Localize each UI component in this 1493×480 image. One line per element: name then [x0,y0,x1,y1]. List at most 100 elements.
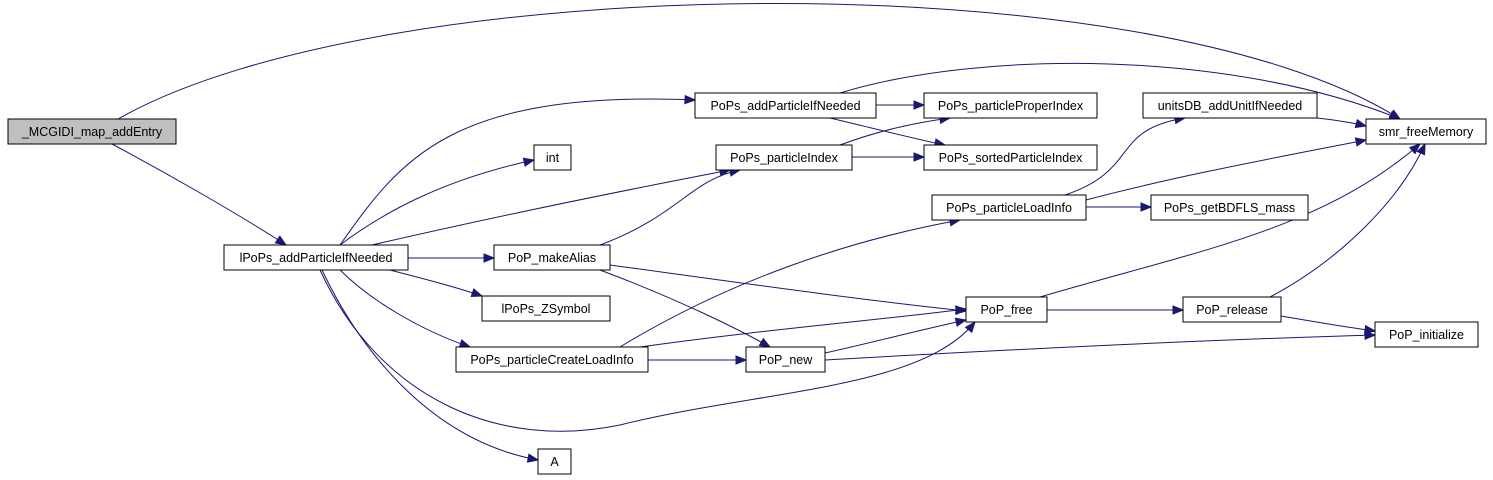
edge-lpops_addparticleifneeded-to-pop_free [319,269,976,432]
edge-arrowhead [470,288,484,298]
node-box [455,346,649,373]
node-box [923,144,1098,171]
node-pops_getbdfls_mass[interactable]: PoPs_getBDFLS_mass [1150,194,1309,221]
node-pop_release[interactable]: PoP_release [1182,296,1282,323]
edge-arrowhead [684,94,697,105]
node-label: lPoPs_addParticleIfNeeded [240,251,393,265]
edge-pops_particlecreateloadinfo-to-pops_particleloadinfo [619,217,962,348]
node-label: PoPs_particleIndex [730,151,838,165]
node-unitsdb_addunitifneeded[interactable]: unitsDB_addUnitIfNeeded [1142,92,1318,119]
node-label: PoPs_particleLoadInfo [946,201,1072,215]
node-label: A [550,455,559,469]
edge-lpops_addparticleifneeded-to-pops_particleindex [371,167,732,246]
edge-unitsdb_addunitifneeded-to-smr_freememory [1316,117,1368,129]
node-lpops_addparticleifneeded[interactable]: lPoPs_addParticleIfNeeded [223,244,409,271]
edge-arrowhead [954,317,968,327]
edge-line [339,98,696,246]
edge-line [639,308,967,348]
node-label: PoPs_particleCreateLoadInfo [470,353,633,367]
node-pops_particleproperindex[interactable]: PoPs_particleProperIndex [923,92,1098,119]
edge-pops_particleloadinfo-to-smr_freememory [1085,137,1368,201]
edge-line [389,269,483,297]
edge-pops_particleindex-to-pops_particleproperindex [839,114,952,146]
node-label: lPoPs_ZSymbol [502,302,591,316]
node-pops_particlecreateloadinfo[interactable]: PoPs_particleCreateLoadInfo [455,346,649,373]
node-box [923,92,1098,119]
node-label: PoP_initialize [1389,328,1464,342]
edge-line [339,269,471,348]
edge-line [1064,117,1186,196]
edge-arrowhead [526,453,540,463]
edge-lpops_addparticleifneeded-to-a [321,269,540,463]
edge-pops_addparticleifneeded-to-pops_particleproperindex [875,100,926,110]
edge-pop_makealias-to-pops_particleindex [599,167,742,246]
edge-line [824,334,1376,361]
edge-arrowhead [913,152,926,162]
node-box [1142,92,1318,119]
edge-arrowhead [964,320,976,334]
edge-line [1280,315,1376,332]
edge-arrowhead [1408,143,1422,155]
node-pop_new[interactable]: PoP_new [745,346,826,373]
node-smr_freememory[interactable]: smr_freeMemory [1365,118,1487,145]
edge-arrowhead [1364,324,1377,335]
node-pops_particleindex[interactable]: PoPs_particleIndex [715,144,853,171]
node-label: _MCGIDI_map_addEntry [21,125,163,139]
node-box [223,244,409,271]
edge-lpops_addparticleifneeded-to-lpops_zsymbol [389,269,484,298]
node-pops_particleloadinfo[interactable]: PoPs_particleLoadInfo [931,194,1087,221]
edge-line [111,143,287,246]
edge-line [839,117,951,146]
edge-pop_new-to-pop_free [824,317,968,354]
edge-line [321,269,539,461]
node-a[interactable]: A [537,448,572,475]
edge-pops_particlecreateloadinfo-to-pop_new [648,355,748,365]
edge-pops_particleindex-to-pops_sortedparticleindex [852,152,926,162]
edge-line [829,117,946,146]
node-box [715,144,853,171]
node-pop_initialize[interactable]: PoP_initialize [1374,321,1479,348]
edge-arrowhead [1354,118,1368,129]
node-label: int [546,151,560,165]
node-lpops_zsymbol[interactable]: lPoPs_ZSymbol [481,295,611,322]
edge-line [599,169,741,246]
edge-line [1039,143,1421,298]
edge-pop_release-to-pop_initialize [1280,315,1377,335]
node-box [481,295,611,322]
node-label: PoPs_getBDFLS_mass [1164,201,1295,215]
edge-arrowhead [458,339,472,349]
node-mcgidi_map_addentry[interactable]: _MCGIDI_map_addEntry [7,118,177,145]
node-box [1150,194,1309,221]
edge-arrowhead [1140,202,1153,212]
edge-lpops_addparticleifneeded-to-pops_addparticleifneeded [339,94,697,246]
edge-line [839,62,1401,120]
edge-line [1269,143,1426,298]
node-pops_sortedparticleindex[interactable]: PoPs_sortedParticleIndex [923,144,1098,171]
edge-pop_free-to-smr_freememory [1039,143,1422,298]
node-label: PoP_release [1196,303,1268,317]
edge-pop_makealias-to-pop_new [599,269,772,348]
node-box [537,448,572,475]
node-box [1182,296,1282,323]
edge-line [619,219,961,348]
node-label: PoP_new [759,353,813,367]
node-pops_addparticleifneeded[interactable]: PoPs_addParticleIfNeeded [694,92,877,119]
node-box [7,118,177,145]
node-pop_free[interactable]: PoP_free [965,296,1048,323]
node-label: PoP_makeAlias [508,251,596,265]
edge-arrowhead [522,157,536,167]
edge-arrowhead [274,235,288,246]
node-label: unitsDB_addUnitIfNeeded [1158,99,1303,113]
edge-arrowhead [955,305,968,315]
edge-arrowhead [913,100,926,110]
edge-line [599,269,771,348]
node-pop_makealias[interactable]: PoP_makeAlias [493,244,611,271]
edge-line [609,264,967,312]
edge-lpops_addparticleifneeded-to-pops_particlecreateloadinfo [339,269,472,349]
edge-arrowhead [483,253,496,263]
edge-line [117,2,1401,120]
edge-arrowhead [758,337,772,348]
node-box [533,144,572,171]
node-box [931,194,1087,221]
node-int[interactable]: int [533,144,572,171]
